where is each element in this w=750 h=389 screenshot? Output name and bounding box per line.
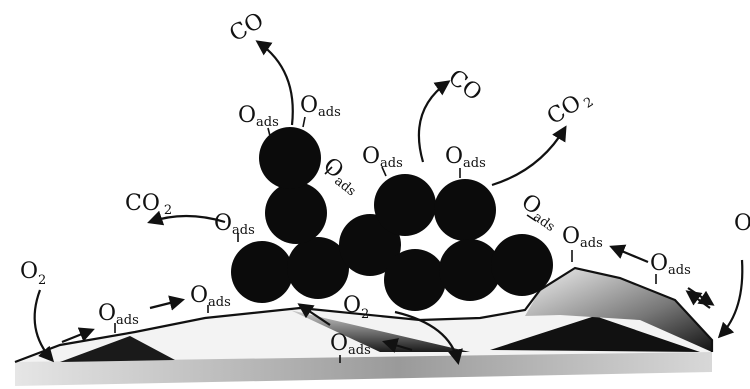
label-co2-right: CO2 xyxy=(543,84,596,131)
label-oads-right-rotated: Oads xyxy=(515,189,564,235)
label-oads-3: Oads xyxy=(214,211,255,238)
label-oads-2: Oads xyxy=(190,283,231,310)
particle xyxy=(259,127,321,189)
label-co-top-left: CO xyxy=(226,8,269,47)
particle xyxy=(491,234,553,296)
label-oads-top: Oads xyxy=(300,93,341,120)
label-oads-1: Oads xyxy=(98,301,139,328)
particle xyxy=(384,249,446,311)
arrow-co-top-left xyxy=(258,42,293,125)
label-o2-left: O2 xyxy=(20,259,46,288)
label-oads-mid-1: Oads xyxy=(362,144,403,171)
particle xyxy=(231,241,293,303)
label-co-top-mid: CO xyxy=(443,65,486,106)
tick xyxy=(303,117,305,127)
metal-nanoparticle-cluster xyxy=(231,127,553,311)
label-o2-right: O xyxy=(734,211,750,236)
arrow-co-top-mid xyxy=(419,82,448,162)
arrow-o2-right xyxy=(720,260,742,336)
particle xyxy=(374,174,436,236)
arrow-oads-migrate-2 xyxy=(150,300,182,308)
label-oads-rotated: Oads xyxy=(317,153,366,199)
particle xyxy=(434,179,496,241)
label-oads-right-1: Oads xyxy=(562,224,603,251)
label-o2-center: O2 xyxy=(343,293,369,322)
arrow-oads-right-1 xyxy=(612,247,648,262)
particle xyxy=(265,182,327,244)
label-oads-mid-2: Oads xyxy=(445,144,486,171)
label-oads-right-2: Oads xyxy=(650,251,691,278)
label-oads-top-left: Oads xyxy=(238,103,279,130)
arrow-co2-right xyxy=(492,128,565,185)
